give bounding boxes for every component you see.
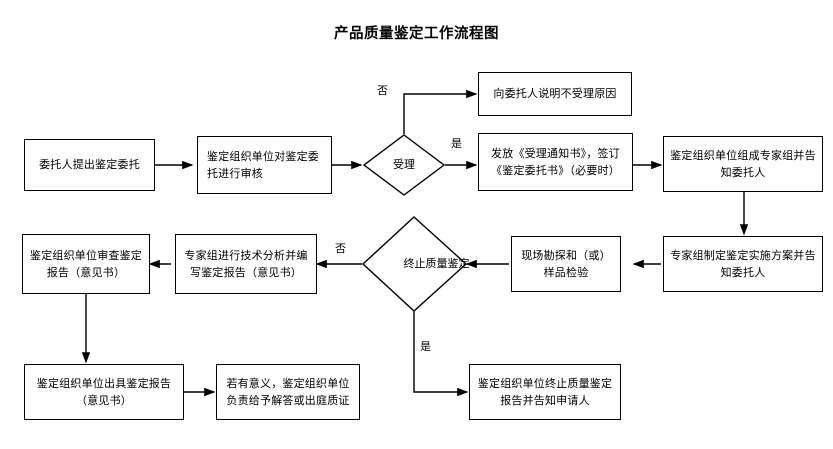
node-label: 现场勘探和（或）样品检验 [521, 248, 611, 279]
node-expert-plan[interactable]: 专家组制定鉴定实施方案并告知委托人 [663, 236, 823, 292]
node-label: 鉴定组织单位对鉴定委托进行审核 [207, 149, 319, 180]
node-accept-decision[interactable]: 受理 [362, 134, 446, 196]
node-answer-or-court[interactable]: 若有意义，鉴定组织单位负责给予解答或出庭质证 [216, 364, 360, 420]
edge-label-accept-no: 否 [377, 84, 388, 97]
node-expert-analysis[interactable]: 专家组进行技术分析并编写鉴定报告（意见书） [175, 234, 317, 294]
node-label: 专家组制定鉴定实施方案并告知委托人 [670, 248, 816, 279]
node-site-survey[interactable]: 现场勘探和（或）样品检验 [511, 236, 621, 292]
node-label: 鉴定组织单位组成专家组并告知委托人 [670, 148, 816, 179]
page-title: 产品质量鉴定工作流程图 [334, 26, 499, 42]
node-terminate-report[interactable]: 鉴定组织单位终止质量鉴定报告并告知申请人 [469, 364, 621, 420]
diamond-shape [361, 216, 468, 312]
node-label: 鉴定组织单位审查鉴定报告（意见书） [30, 248, 142, 279]
edge-label-accept-yes: 是 [451, 137, 462, 150]
node-org-issue-report[interactable]: 鉴定组织单位出具鉴定报告（意见书） [24, 364, 184, 420]
node-org-review[interactable]: 鉴定组织单位对鉴定委托进行审核 [197, 136, 332, 194]
node-label: 若有意义，鉴定组织单位负责给予解答或出庭质证 [226, 376, 350, 407]
node-label: 向委托人说明不受理原因 [493, 87, 617, 101]
node-label: 鉴定组织单位出具鉴定报告（意见书） [36, 376, 172, 407]
node-org-audit-report[interactable]: 鉴定组织单位审查鉴定报告（意见书） [22, 234, 150, 294]
node-label: 发放《受理通知书》，签订《鉴定委托书》（必要时） [491, 146, 620, 177]
node-label: 专家组进行技术分析并编写鉴定报告（意见书） [184, 248, 308, 279]
node-form-expert-group[interactable]: 鉴定组织单位组成专家组并告知委托人 [663, 136, 823, 192]
node-explain-rejection[interactable]: 向委托人说明不受理原因 [478, 72, 632, 116]
node-label: 鉴定组织单位终止质量鉴定报告并告知申请人 [477, 376, 613, 407]
node-commissioner-request[interactable]: 委托人提出鉴定委托 [24, 139, 155, 191]
diamond-shape [362, 134, 446, 196]
node-terminate-decision[interactable]: 终止质量鉴定 [361, 216, 470, 312]
edge-label-terminate-no: 否 [335, 242, 346, 255]
node-issue-notice[interactable]: 发放《受理通知书》，签订《鉴定委托书》（必要时） [478, 133, 633, 191]
edge-label-terminate-yes: 是 [420, 340, 431, 353]
node-label: 委托人提出鉴定委托 [39, 158, 140, 172]
